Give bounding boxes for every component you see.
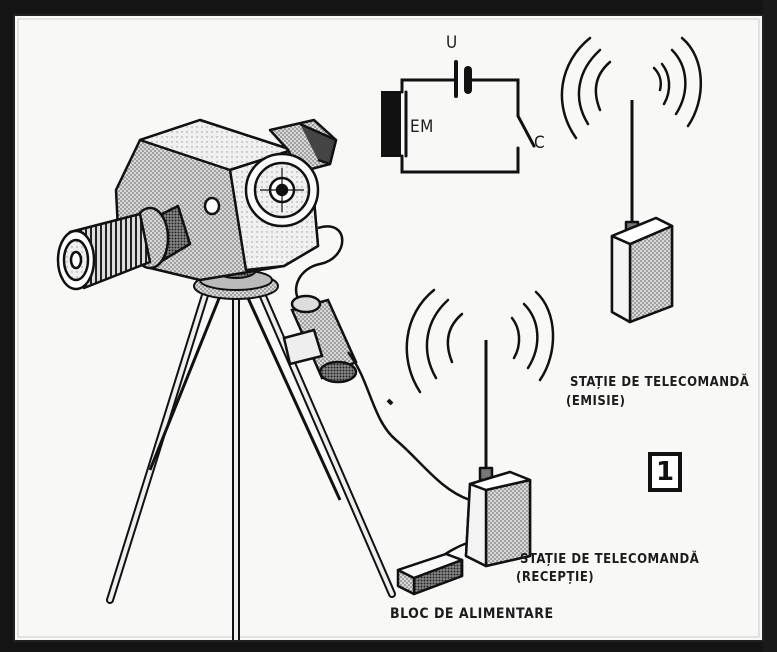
- battery-label: U: [446, 34, 458, 52]
- transmitter-label-line2: (EMISIE): [566, 393, 625, 411]
- receiver-label-line1: STAȚIE DE TELECOMANDĂ: [520, 551, 699, 569]
- switch-label: C: [534, 134, 545, 152]
- receiver-label-line2: (RECEPȚIE): [516, 569, 594, 587]
- electromagnet-core: [382, 92, 400, 156]
- transmitter-label-line1: STAȚIE DE TELECOMANDĂ: [570, 374, 749, 392]
- power-supply-label: BLOC DE ALIMENTARE: [390, 605, 554, 623]
- figure-number-box: 1: [648, 452, 682, 492]
- electromagnet-label: EM: [410, 118, 434, 136]
